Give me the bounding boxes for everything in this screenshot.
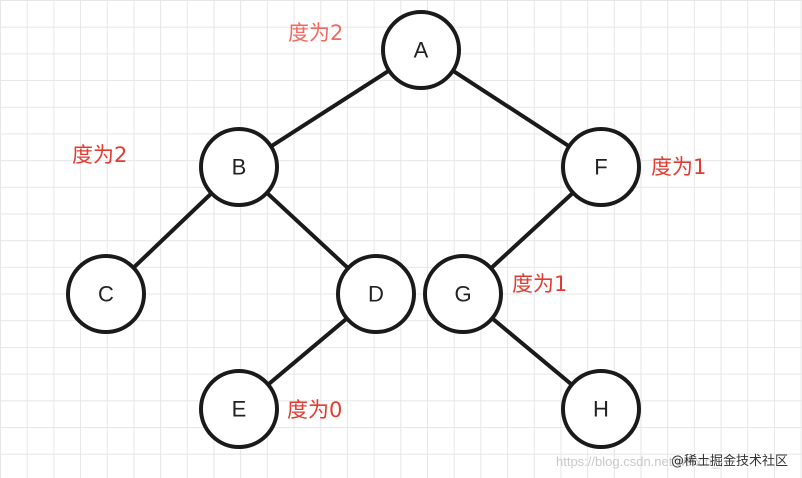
degree-label-e: 度为0 — [287, 398, 343, 422]
edge-g-h — [490, 316, 574, 387]
node-circle-h — [561, 369, 641, 449]
node-d: D — [336, 254, 416, 334]
node-e: E — [199, 369, 279, 449]
node-b: B — [199, 127, 279, 207]
tree-nodes: A B F C D G E H — [66, 10, 641, 449]
edge-a-b — [268, 68, 392, 149]
edge-a-f — [450, 68, 572, 149]
degree-label-a: 度为2 — [288, 21, 344, 45]
node-h: H — [561, 369, 641, 449]
degree-label-b: 度为2 — [72, 143, 128, 167]
node-circle-d — [336, 254, 416, 334]
tree-edges — [131, 68, 576, 387]
node-circle-c — [66, 254, 146, 334]
node-f: F — [561, 127, 641, 207]
node-label-d: D — [368, 282, 384, 307]
watermark-url: https://blog.csdn.net/weixin_ — [556, 454, 720, 469]
node-g: G — [423, 254, 503, 334]
node-circle-e — [199, 369, 279, 449]
node-label-h: H — [593, 397, 609, 422]
node-circle-g — [423, 254, 503, 334]
node-circle-f — [561, 127, 641, 207]
degree-label-f: 度为1 — [651, 155, 707, 179]
node-label-g: G — [454, 282, 471, 307]
node-a: A — [381, 10, 461, 90]
node-circle-a — [381, 10, 461, 90]
watermark-brand: @稀土掘金技术社区 — [670, 454, 788, 469]
node-c: C — [66, 254, 146, 334]
node-label-f: F — [594, 155, 607, 180]
edge-d-e — [266, 316, 349, 387]
node-label-a: A — [414, 38, 429, 63]
node-circle-b — [199, 127, 279, 207]
edge-b-d — [264, 190, 351, 271]
edge-b-c — [131, 191, 214, 270]
node-label-e: E — [232, 397, 247, 422]
edge-f-g — [488, 190, 576, 271]
degree-label-g: 度为1 — [512, 272, 568, 296]
node-label-c: C — [98, 282, 114, 307]
node-label-b: B — [232, 155, 247, 180]
